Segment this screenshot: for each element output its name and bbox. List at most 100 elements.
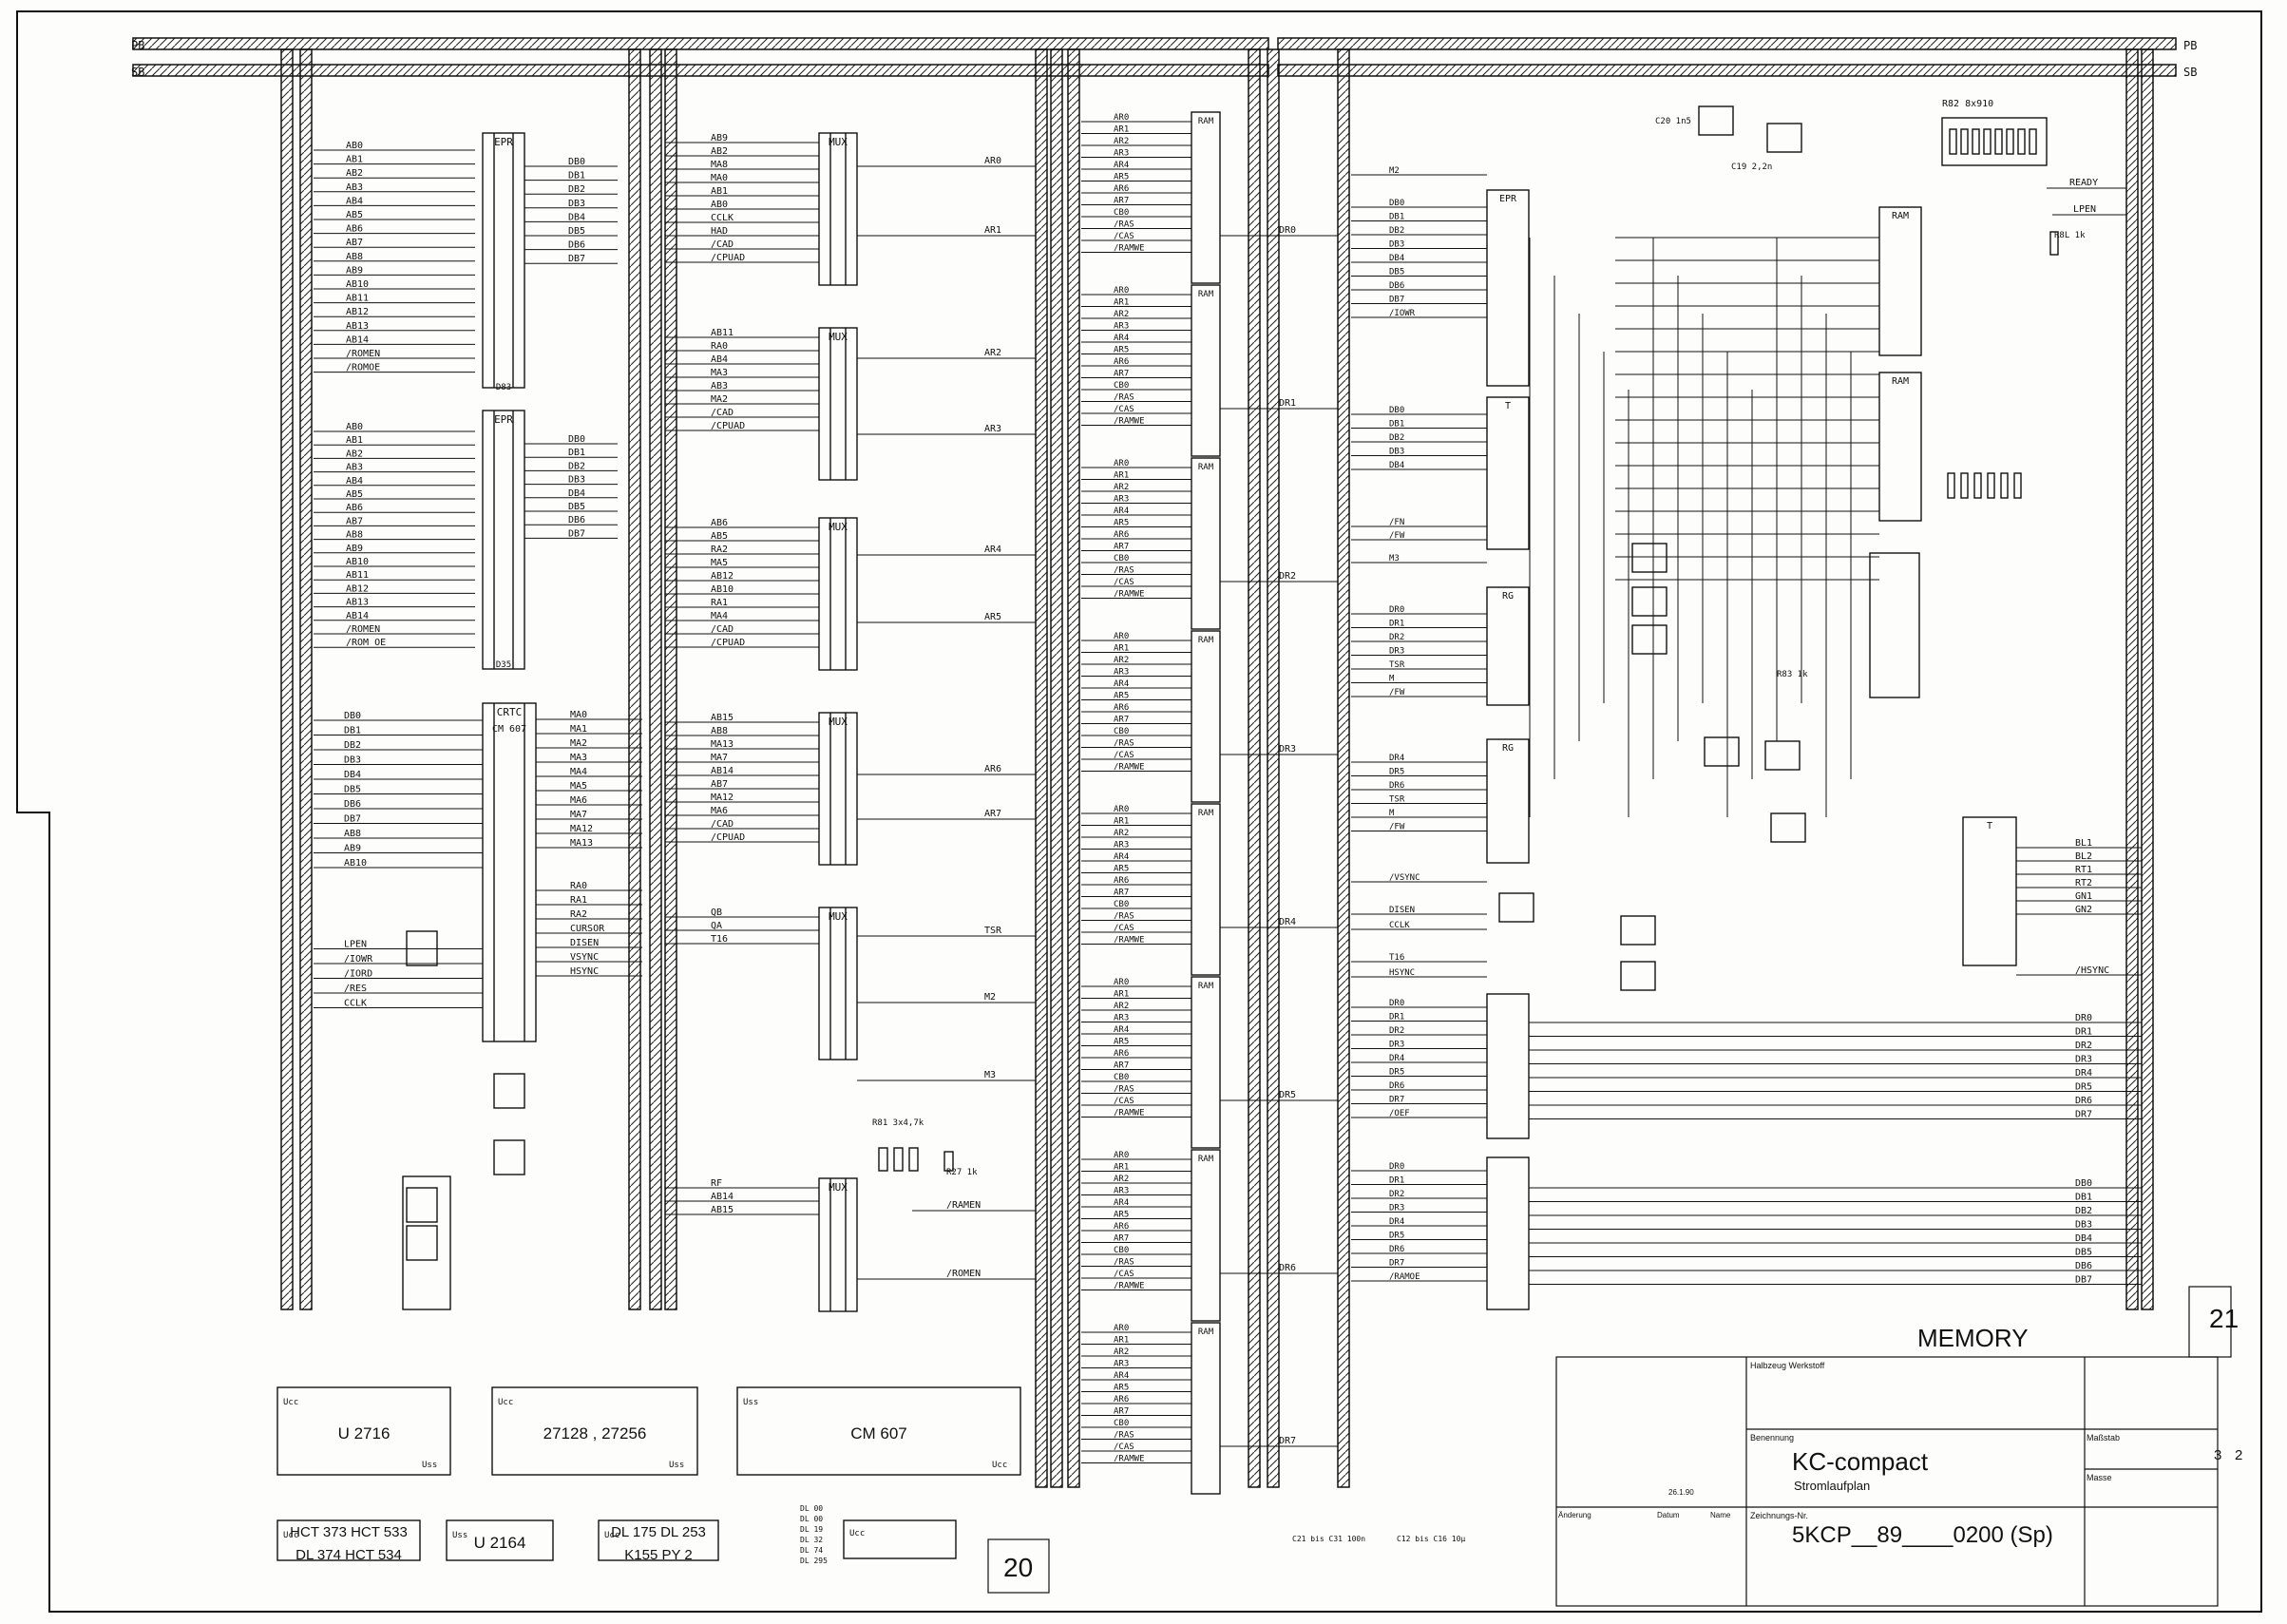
right-in-8-7: DR7 — [1389, 1096, 1404, 1105]
crtc-in-7: DB7 — [344, 814, 361, 825]
mux-in-3-6: MA12 — [711, 793, 734, 803]
title-col-masse: Masse — [2087, 1473, 2112, 1482]
crtc-out-4: MA4 — [570, 767, 587, 777]
ram-chip-header-7: RAM — [1198, 1328, 1214, 1337]
ram-in-0-9: /RAS — [1114, 220, 1134, 230]
epr-chip-right — [1486, 189, 1530, 387]
right-in-4-0: DR0 — [1389, 605, 1404, 615]
crtc-in-10: AB10 — [344, 858, 367, 869]
ram-in-3-4: AR4 — [1114, 679, 1129, 689]
ram-in-2-0: AR0 — [1114, 459, 1129, 468]
ram-in-2-7: AR7 — [1114, 543, 1129, 552]
mux-in-4-1: QA — [711, 921, 722, 931]
mux-in-3-7: MA6 — [711, 806, 728, 816]
epr1-in-11: AB11 — [346, 294, 369, 304]
pinout-dl00-pin: Ucc — [849, 1529, 865, 1538]
ram-in-5-1: AR1 — [1114, 990, 1129, 1000]
right-in-10-5: DR5 — [1389, 1232, 1404, 1241]
right-in-10-3: DR3 — [1389, 1204, 1404, 1213]
ram-in-0-5: AR5 — [1114, 173, 1129, 182]
ram-in-4-7: AR7 — [1114, 888, 1129, 898]
epr-chip-d83-id: D83 — [496, 383, 511, 392]
ram-d10-header: RAM — [1892, 211, 1909, 221]
right-misc-1: /FN — [1389, 518, 1404, 527]
crtc-in-9: AB9 — [344, 844, 361, 854]
mux-in-3-2: MA13 — [711, 739, 734, 750]
pinout-dl175 — [598, 1519, 719, 1561]
right-out-dr-3: DR3 — [2075, 1055, 2092, 1065]
mux-in-0-9: /CPUAD — [711, 253, 745, 263]
ram-chip-header-1: RAM — [1198, 290, 1214, 299]
title-block — [1555, 1356, 2219, 1607]
right-out-db-6: DB6 — [2075, 1261, 2092, 1271]
ram-in-3-5: AR5 — [1114, 692, 1129, 701]
epr2-in-2: AB2 — [346, 449, 363, 459]
right-misc-7: T16 — [1389, 953, 1404, 963]
pinout-u2716-right-pin: Uss — [422, 1461, 437, 1470]
left-gate-4 — [406, 1225, 438, 1261]
mux-in-2-5: AB10 — [711, 584, 734, 595]
mux-chip-2-header: MUX — [829, 521, 848, 533]
crtc-chip — [482, 702, 537, 1042]
right-in-4-2: DR2 — [1389, 633, 1404, 642]
bus-riser-6 — [1050, 48, 1063, 1488]
epr2-out-5: DB5 — [568, 502, 585, 512]
r8l-resistor-3 — [1987, 472, 1995, 499]
right-gate-9 — [1698, 105, 1734, 136]
epr1-out-6: DB6 — [568, 240, 585, 251]
ram-in-5-10: /CAS — [1114, 1097, 1134, 1106]
pb-rail-left — [132, 37, 1269, 50]
epr2-in-9: AB9 — [346, 544, 363, 554]
epr2-in-15: /ROMEN — [346, 624, 380, 635]
ram-in-3-7: AR7 — [1114, 716, 1129, 725]
crtc-out-9: MA13 — [570, 838, 593, 849]
d16-header: RG — [1502, 591, 1514, 602]
right-in-6-4: M — [1389, 809, 1395, 818]
mux-chip-3 — [818, 712, 858, 866]
ram-in-6-4: AR4 — [1114, 1198, 1129, 1208]
ram-in-0-8: CB0 — [1114, 208, 1129, 218]
ram-in-6-6: AR6 — [1114, 1222, 1129, 1232]
right-gate-0 — [1631, 543, 1668, 573]
epr1-in-10: AB10 — [346, 279, 369, 290]
ram-in-7-2: AR2 — [1114, 1347, 1129, 1357]
right-out-top-4: GN1 — [2075, 891, 2092, 902]
mux-in-2-0: AB6 — [711, 518, 728, 528]
ram-in-7-7: AR7 — [1114, 1407, 1129, 1417]
epr-chip-d35 — [482, 410, 525, 670]
ram-in-0-3: AR3 — [1114, 149, 1129, 159]
right-in-4-6: /FW — [1389, 688, 1405, 697]
ram-in-5-2: AR2 — [1114, 1002, 1129, 1011]
ram-out-dr7: DR7 — [1279, 1436, 1296, 1446]
crtc-in-12: /IOWR — [344, 954, 373, 965]
mux-in-1-7: /CPUAD — [711, 421, 745, 431]
mux-in-2-3: MA5 — [711, 558, 728, 568]
ram-in-5-5: AR5 — [1114, 1038, 1129, 1047]
mux-chip-3-header: MUX — [829, 716, 848, 728]
epr1-in-9: AB9 — [346, 265, 363, 276]
ram-in-7-10: /CAS — [1114, 1442, 1134, 1452]
title-date: 26.1.90 — [1668, 1488, 1694, 1497]
r81-label: R81 3x4,7k — [872, 1118, 924, 1128]
ram-in-0-11: /RAMWE — [1114, 244, 1145, 254]
rail-sb-label: SB — [131, 66, 145, 79]
epr1-in-5: AB5 — [346, 210, 363, 220]
left-gate-0 — [406, 930, 438, 966]
epr2-in-5: AB5 — [346, 489, 363, 500]
right-in-8-5: DR5 — [1389, 1068, 1404, 1078]
ram-in-0-6: AR6 — [1114, 184, 1129, 194]
epr1-out-5: DB5 — [568, 226, 585, 237]
pinout-u2716 — [276, 1386, 451, 1476]
mux-in-3-5: AB7 — [711, 779, 728, 790]
pinout-u2164 — [446, 1519, 554, 1561]
title-col-name: Name — [1710, 1511, 1731, 1519]
crtc-in-1: DB1 — [344, 726, 361, 736]
right-out-dr-4: DR4 — [2075, 1068, 2092, 1079]
sheet-number: 21 — [2209, 1304, 2239, 1333]
epr1-in-14: AB14 — [346, 334, 369, 345]
epr1-out-7: DB7 — [568, 254, 585, 264]
pinout-u2716-left-pin: Ucc — [283, 1398, 298, 1407]
ram-in-6-5: AR5 — [1114, 1211, 1129, 1220]
lpen-label: LPEN — [2073, 204, 2096, 215]
bus-riser-0 — [280, 48, 294, 1310]
